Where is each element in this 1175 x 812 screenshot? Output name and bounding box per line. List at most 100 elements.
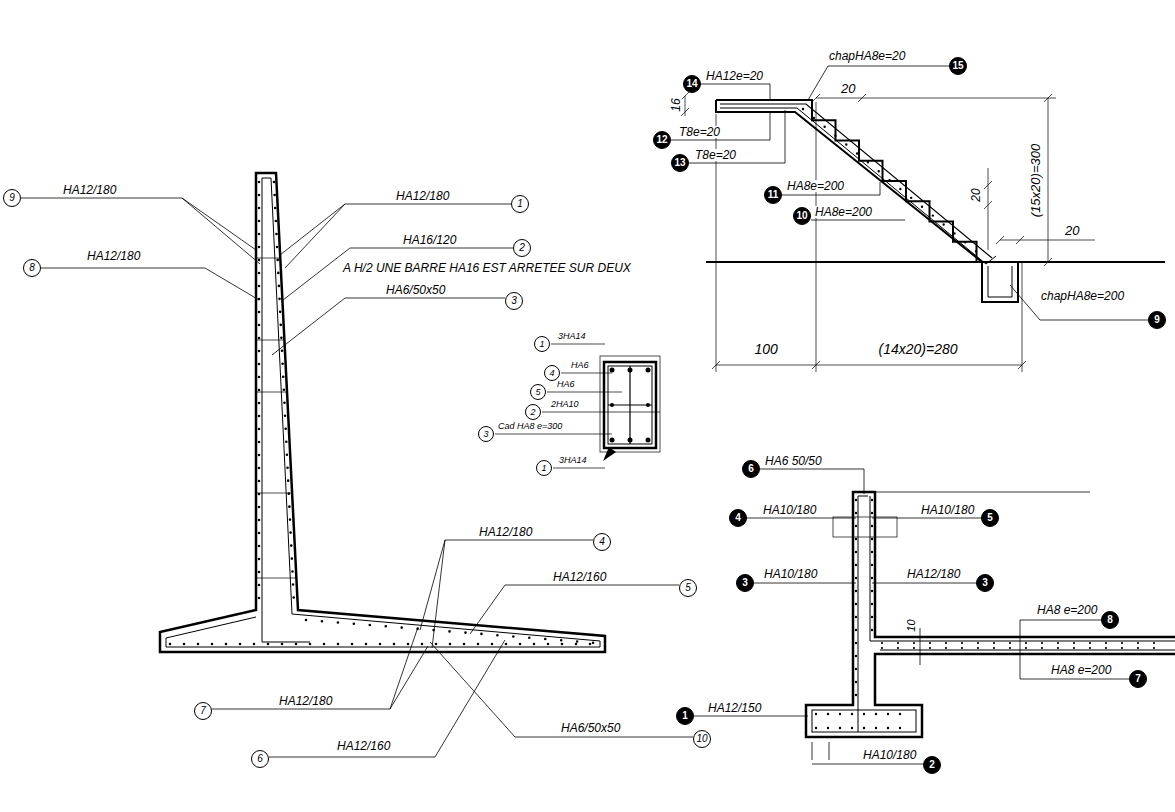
callout-number: 3 xyxy=(736,574,754,592)
callout-text: 3 xyxy=(511,296,517,306)
callout-text: 5 xyxy=(535,388,540,397)
rebar-label: 3HA14 xyxy=(557,332,587,341)
rebar-label: HA12/180 xyxy=(278,695,333,707)
stair-outline xyxy=(716,100,1000,262)
rebar xyxy=(988,266,1012,297)
rebar xyxy=(271,178,600,641)
callout-text: 4 xyxy=(599,537,605,547)
rebar-label: HA12/150 xyxy=(707,702,762,714)
callout-text: 6 xyxy=(748,464,754,474)
note: A H/2 UNE BARRE HA16 EST ARRETEE SUR DEU… xyxy=(342,262,632,274)
wall-outline xyxy=(160,173,605,652)
section-tie xyxy=(608,366,652,444)
dimension: 20 xyxy=(969,187,981,202)
callout-text: 14 xyxy=(686,79,697,89)
callout-text: 4 xyxy=(549,369,554,378)
rebar xyxy=(858,496,1175,732)
rebar-label: T8e=20 xyxy=(678,126,721,138)
rebar-label: HA8 e=200 xyxy=(1036,604,1098,616)
callout-text: 2 xyxy=(519,243,525,253)
bar-dots xyxy=(871,500,873,632)
callout-number: 8 xyxy=(23,259,41,277)
section-bars xyxy=(603,368,651,462)
callout-number: 15 xyxy=(949,57,967,75)
dimension: 100 xyxy=(754,342,779,356)
callout-number: 3 xyxy=(505,292,523,310)
ground-line xyxy=(706,261,1165,263)
callout-number: 7 xyxy=(1129,670,1147,688)
callout-number: 5 xyxy=(981,509,999,527)
callout-number: 4 xyxy=(544,365,560,381)
callout-text: 2 xyxy=(929,760,935,770)
callout-number: 3 xyxy=(478,426,494,442)
rebar-label: HA12/180 xyxy=(906,568,961,580)
rebar xyxy=(812,710,916,732)
callout-number: 9 xyxy=(1148,311,1166,329)
callout-number: 1 xyxy=(536,460,552,476)
section-stirrup xyxy=(604,362,656,448)
callout-number: 6 xyxy=(251,750,269,768)
rebar xyxy=(262,178,310,642)
stair-outline xyxy=(716,100,982,262)
callout-text: 7 xyxy=(200,706,206,716)
callout-number: 1 xyxy=(676,707,694,725)
stirrups xyxy=(256,258,296,578)
callout-number: 1 xyxy=(511,195,529,213)
bar-dots xyxy=(855,500,857,700)
rebar-label: chapHA8e=20 xyxy=(828,50,906,62)
rebar-label: HA8 e=200 xyxy=(1050,664,1112,676)
rebar-label: HA12/180 xyxy=(86,250,141,262)
rebar-label: HA8e=200 xyxy=(814,206,873,218)
bar-dots xyxy=(816,714,912,728)
rebar-label: T8e=20 xyxy=(694,149,737,161)
callout-number: 2 xyxy=(525,404,541,420)
bar-dots xyxy=(258,182,261,606)
callout-number: 7 xyxy=(194,702,212,720)
callout-text: 15 xyxy=(952,61,963,71)
dimension: (15x20)=300 xyxy=(1029,142,1042,217)
bar-dots xyxy=(882,643,1170,648)
stair-footing xyxy=(982,262,1018,302)
callout-number: 8 xyxy=(1101,611,1119,629)
callout-text: 3 xyxy=(483,430,488,439)
rebar xyxy=(166,617,600,647)
callout-number: 4 xyxy=(729,509,747,527)
callout-text: 9 xyxy=(9,193,15,203)
rebar-label: HA8e=200 xyxy=(786,180,845,192)
rebar-label: Cad HA8 e=300 xyxy=(497,422,563,431)
dimension: (14x20)=280 xyxy=(878,342,959,356)
callout-text: 1 xyxy=(541,464,546,473)
section-outline xyxy=(600,356,660,452)
rebar-label: HA6/50x50 xyxy=(385,284,446,296)
callout-number: 1 xyxy=(534,336,550,352)
rebar-label: 2HA10 xyxy=(550,400,580,409)
bar-dots xyxy=(274,182,294,604)
rebar-label: HA12/160 xyxy=(336,740,391,752)
rebar-label: HA12/180 xyxy=(478,526,533,538)
callout-text: 11 xyxy=(768,190,779,200)
callout-number: 3 xyxy=(976,574,994,592)
rebar-label: HA10/180 xyxy=(920,504,975,516)
callout-number: 5 xyxy=(530,384,546,400)
rebar-label: HA12/160 xyxy=(552,571,607,583)
leader-lines xyxy=(671,66,1148,320)
callout-number: 12 xyxy=(653,131,671,149)
leader-lines xyxy=(495,344,660,468)
callout-number: 6 xyxy=(742,460,760,478)
callout-text: 10 xyxy=(796,211,807,221)
dimension: 16 xyxy=(669,97,681,112)
section-tie xyxy=(608,366,652,444)
dimension-lines xyxy=(681,92,1095,372)
rebar-label: chapHA8e=200 xyxy=(1040,290,1125,302)
bar-dots xyxy=(170,643,598,646)
callout-number: 9 xyxy=(3,189,21,207)
callout-text: 9 xyxy=(1154,315,1160,325)
rebar-label: HA10/180 xyxy=(763,568,818,580)
dimension: 10 xyxy=(906,618,917,632)
callout-text: 1 xyxy=(539,340,544,349)
rebar xyxy=(720,108,996,264)
callout-text: 1 xyxy=(682,711,688,721)
callout-text: 6 xyxy=(257,754,263,764)
